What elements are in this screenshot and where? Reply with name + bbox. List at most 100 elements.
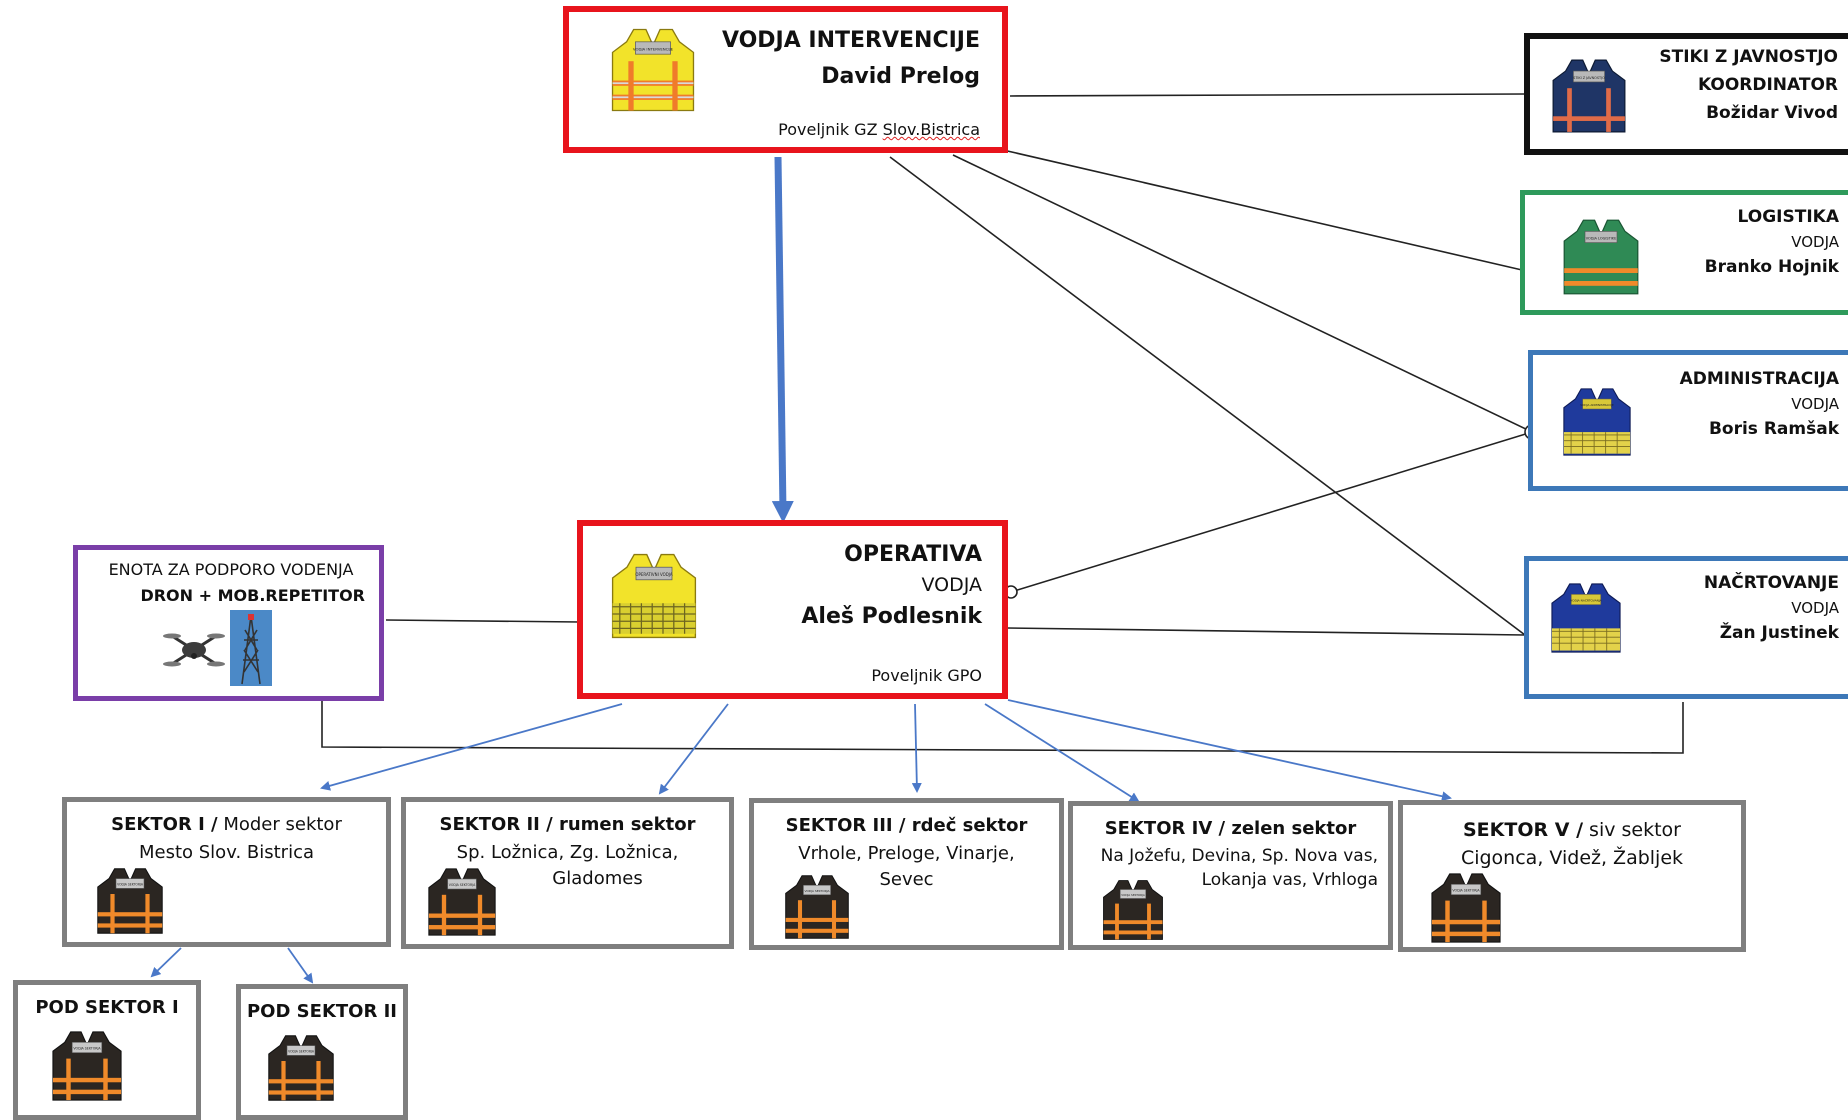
- vodja-title: VODJA INTERVENCIJE: [721, 28, 980, 53]
- vest-icon: VODJA ADMINISTRACIJE: [1563, 388, 1631, 456]
- vodja-note-place: Slov.Bistrica: [882, 120, 980, 139]
- vodja-name: David Prelog: [821, 64, 980, 89]
- nacrtovanje-name: Žan Justinek: [1719, 623, 1839, 643]
- sektor4-title: SEKTOR IV / zelen sektor: [1104, 818, 1357, 839]
- sektor3-title: SEKTOR III / rdeč sektor: [785, 815, 1028, 836]
- vodja-note: Poveljnik GZ Slov.Bistrica: [778, 120, 980, 139]
- line-vodja-stiki: [1009, 93, 1528, 97]
- pod2-title: POD SEKTOR II: [246, 1001, 397, 1022]
- sektor3-area1: Vrhole, Preloge, Vinarje,: [798, 843, 1015, 864]
- logistika-role: VODJA: [1791, 233, 1839, 251]
- drone-icon: [163, 633, 225, 667]
- sektor2-area2: Gladomes: [552, 868, 643, 889]
- vest-label: VODJA SEKTORJA: [449, 883, 476, 887]
- enota-line2: DRON + MOB.REPETITOR: [140, 586, 365, 605]
- sektor1-title-color: Moder sektor: [217, 814, 342, 835]
- arrow-operativa-sektor2: [658, 703, 729, 795]
- sektor5-title-main: SEKTOR V /: [1463, 819, 1584, 841]
- line-enota-operativa: [385, 619, 581, 623]
- node-enota-za-podporo: ENOTA ZA PODPORO VODENJA DRON + MOB.REPE…: [73, 545, 384, 701]
- line-vodja-nacrtovanje: [889, 156, 1526, 636]
- sektor1-area: Mesto Slov. Bistrica: [138, 842, 315, 863]
- line-vodja-logistika: [1002, 149, 1523, 271]
- pod1-title: POD SEKTOR I: [35, 997, 179, 1018]
- vest-icon: VODJA LOGISTIKE: [1563, 219, 1639, 295]
- administracija-name: Boris Ramšak: [1708, 419, 1839, 439]
- line-operativa-nacrtovanje: [1006, 627, 1526, 636]
- vest-label: VODJA SEKTORJA: [117, 883, 144, 887]
- sektor3-area2: Sevec: [879, 869, 934, 890]
- vest-label: VODJA SEKTORJA: [73, 1047, 101, 1051]
- sektor1-title: SEKTOR I / Moder sektor: [67, 814, 386, 835]
- nacrtovanje-role: VODJA: [1791, 599, 1839, 617]
- node-pod-sektor-1: POD SEKTOR I VODJA SEKTORJA: [13, 980, 201, 1120]
- arrow-sektor1-pod2: [287, 947, 314, 984]
- sektor2-title: SEKTOR II / rumen sektor: [439, 814, 696, 835]
- vest-label: VODJA NAČRTOVANJA: [1570, 598, 1601, 603]
- vest-icon: VODJA SEKTORJA: [97, 868, 163, 934]
- vodja-note-prefix: Poveljnik GZ: [778, 120, 878, 139]
- sektor2-area1: Sp. Ložnica, Zg. Ložnica,: [456, 842, 679, 863]
- arrow-operativa-sektor5: [1007, 699, 1452, 802]
- node-logistika: VODJA LOGISTIKE LOGISTIKA VODJA Branko H…: [1520, 190, 1848, 315]
- sektor1-title-main: SEKTOR I /: [111, 814, 218, 835]
- administracija-role: VODJA: [1791, 395, 1839, 413]
- logistika-title: LOGISTIKA: [1737, 207, 1839, 227]
- vest-label: VODJA SEKTORJA: [1452, 889, 1480, 893]
- arrow-sektor1-pod1: [150, 947, 182, 978]
- stiki-line1: STIKI Z JAVNOSTJO: [1659, 47, 1838, 67]
- node-sektor-3: SEKTOR III / rdeč sektor Vrhole, Preloge…: [749, 798, 1064, 950]
- node-sektor-1: SEKTOR I / Moder sektor Mesto Slov. Bist…: [62, 797, 391, 947]
- line-enota-nacrtovanje-bracket: [321, 700, 1684, 754]
- vest-icon: OPERATIVNI VODJA: [611, 553, 697, 639]
- node-vodja-intervencije: VODJA INTERVENCIJE VODJA INTERVENCIJE Da…: [563, 6, 1008, 153]
- node-nacrtovanje: VODJA NAČRTOVANJA NAČRTOVANJE VODJA Žan …: [1524, 556, 1848, 699]
- node-administracija: VODJA ADMINISTRACIJE ADMINISTRACIJA VODJ…: [1528, 350, 1848, 491]
- node-sektor-4: SEKTOR IV / zelen sektor Na Jožefu, Devi…: [1068, 801, 1393, 950]
- line-vodja-administracija: [952, 154, 1533, 433]
- enota-line1: ENOTA ZA PODPORO VODENJA: [108, 560, 354, 579]
- repeater-tower-icon: [230, 610, 272, 686]
- vest-label: VODJA LOGISTIKE: [1586, 236, 1617, 240]
- node-pod-sektor-2: POD SEKTOR II VODJA SEKTORJA: [236, 984, 408, 1120]
- node-sektor-5: SEKTOR V / siv sektor Cigonca, Videž, Ža…: [1398, 800, 1746, 952]
- sektor4-area2: Lokanja vas, Vrhloga: [1201, 870, 1378, 890]
- vest-label: STIKI Z JAVNOSTJO: [1573, 76, 1605, 80]
- vest-icon: VODJA SEKTORJA: [268, 1035, 334, 1101]
- operativa-note: Poveljnik GPO: [871, 666, 982, 685]
- vest-label: OPERATIVNI VODJA: [635, 572, 673, 577]
- arrow-operativa-sektor1: [320, 703, 623, 791]
- stiki-name: Božidar Vivod: [1706, 103, 1838, 123]
- arrow-vodja-operativa: [771, 156, 794, 523]
- vest-label: VODJA INTERVENCIJE: [633, 47, 674, 52]
- vest-icon: VODJA SEKTORJA: [785, 875, 849, 939]
- vest-icon: VODJA SEKTORJA: [1431, 873, 1501, 943]
- operativa-name: Aleš Podlesnik: [801, 604, 982, 629]
- logistika-name: Branko Hojnik: [1704, 257, 1839, 277]
- arrow-operativa-sektor3: [911, 703, 922, 793]
- stiki-line2: KOORDINATOR: [1697, 75, 1838, 95]
- vest-icon: VODJA SEKTORJA: [428, 868, 496, 936]
- node-stiki-z-javnostjo: STIKI Z JAVNOSTJO STIKI Z JAVNOSTJO KOOR…: [1524, 33, 1848, 155]
- operativa-title: OPERATIVA: [844, 542, 982, 567]
- vest-label: VODJA SEKTORJA: [1121, 893, 1145, 897]
- sektor5-area: Cigonca, Videž, Žabljek: [1460, 847, 1684, 869]
- node-sektor-2: SEKTOR II / rumen sektor Sp. Ložnica, Zg…: [401, 797, 734, 949]
- operativa-role: VODJA: [921, 574, 982, 596]
- vest-icon: VODJA SEKTORJA: [52, 1031, 122, 1101]
- vest-icon: VODJA NAČRTOVANJA: [1551, 583, 1621, 653]
- node-operativa: OPERATIVNI VODJA OPERATIVA VODJA Aleš Po…: [577, 520, 1008, 699]
- sektor4-area1: Na Jožefu, Devina, Sp. Nova vas,: [1100, 846, 1378, 866]
- sektor5-title-color: siv sektor: [1583, 819, 1681, 841]
- arrow-operativa-sektor4: [984, 703, 1140, 803]
- sektor5-title: SEKTOR V / siv sektor: [1403, 819, 1741, 841]
- vest-label: VODJA ADMINISTRACIJE: [1580, 403, 1614, 407]
- vest-icon: VODJA INTERVENCIJE: [611, 28, 695, 112]
- vest-icon: STIKI Z JAVNOSTJO: [1552, 59, 1626, 133]
- vest-label: VODJA SEKTORJA: [804, 889, 830, 893]
- line-operativa-administracija: [1010, 431, 1533, 593]
- vest-label: VODJA SEKTORJA: [288, 1050, 315, 1054]
- vest-icon: VODJA SEKTORJA: [1103, 880, 1163, 940]
- administracija-title: ADMINISTRACIJA: [1679, 369, 1839, 389]
